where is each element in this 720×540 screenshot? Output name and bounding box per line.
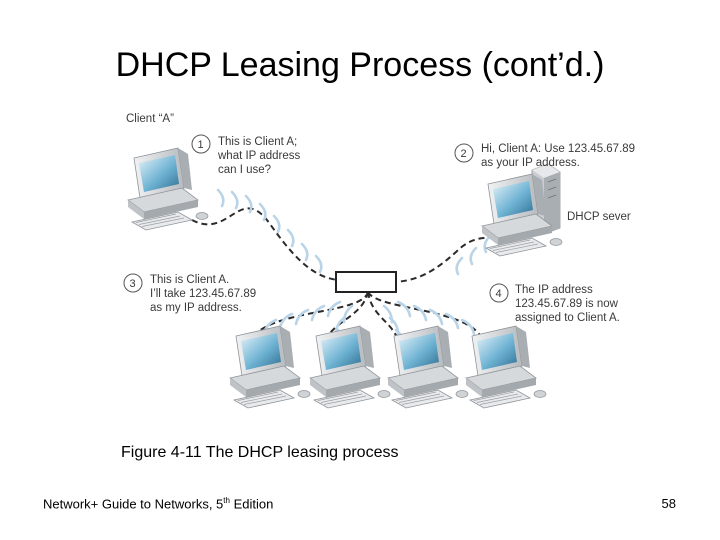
step-2-line: as your IP address. <box>481 157 580 169</box>
step-1-line: This is Client A; <box>218 136 297 148</box>
step-4: 4 The IP address 123.45.67.89 is now ass… <box>489 283 620 324</box>
footer-text: Network+ Guide to Networks, 5 <box>43 496 224 512</box>
footer-source: Network+ Guide to Networks, 5th Edition <box>43 496 273 511</box>
step-1-number: 1 <box>198 139 204 151</box>
step-4-line: The IP address <box>515 284 593 296</box>
dhcp-server-icon <box>481 163 563 257</box>
dhcp-server-label: DHCP sever <box>567 211 631 223</box>
client-computer-icon <box>309 325 391 409</box>
footer-text-end: Edition <box>229 496 274 512</box>
hub-box <box>335 271 397 293</box>
step-4-line: assigned to Client A. <box>515 312 620 324</box>
step-2-line: Hi, Client A: Use 123.45.67.89 <box>481 143 635 155</box>
step-3-number: 3 <box>130 278 136 290</box>
step-1: 1 This is Client A; what IP address can … <box>191 134 301 176</box>
step-4-number: 4 <box>496 288 502 300</box>
step-4-line: 123.45.67.89 is now <box>515 298 619 310</box>
page-number: 58 <box>661 496 676 511</box>
step-1-line: what IP address <box>217 150 301 162</box>
step-2: 2 Hi, Client A: Use 123.45.67.89 as your… <box>454 143 635 169</box>
step-3-line: I’ll take 123.45.67.89 <box>150 288 256 300</box>
footer-superscript: th <box>223 496 230 505</box>
step-3-line: This is Client A. <box>150 274 229 286</box>
client-computer-icon <box>465 325 547 409</box>
client-a-label: Client “A” <box>126 113 174 125</box>
step-3: 3 This is Client A. I’ll take 123.45.67.… <box>123 273 256 314</box>
client-computer-icon <box>229 325 311 409</box>
dhcp-diagram: Client “A” DHCP sever 1 This is Client A… <box>123 113 635 409</box>
step-2-number: 2 <box>461 148 467 160</box>
step-1-line: can I use? <box>218 164 271 176</box>
client-computer-icon <box>387 325 469 409</box>
client-a-computer-icon <box>127 147 209 231</box>
figure-caption: Figure 4-11 The DHCP leasing process <box>121 444 399 461</box>
step-3-line: as my IP address. <box>150 302 242 314</box>
slide-title: DHCP Leasing Process (cont’d.) <box>115 46 605 84</box>
